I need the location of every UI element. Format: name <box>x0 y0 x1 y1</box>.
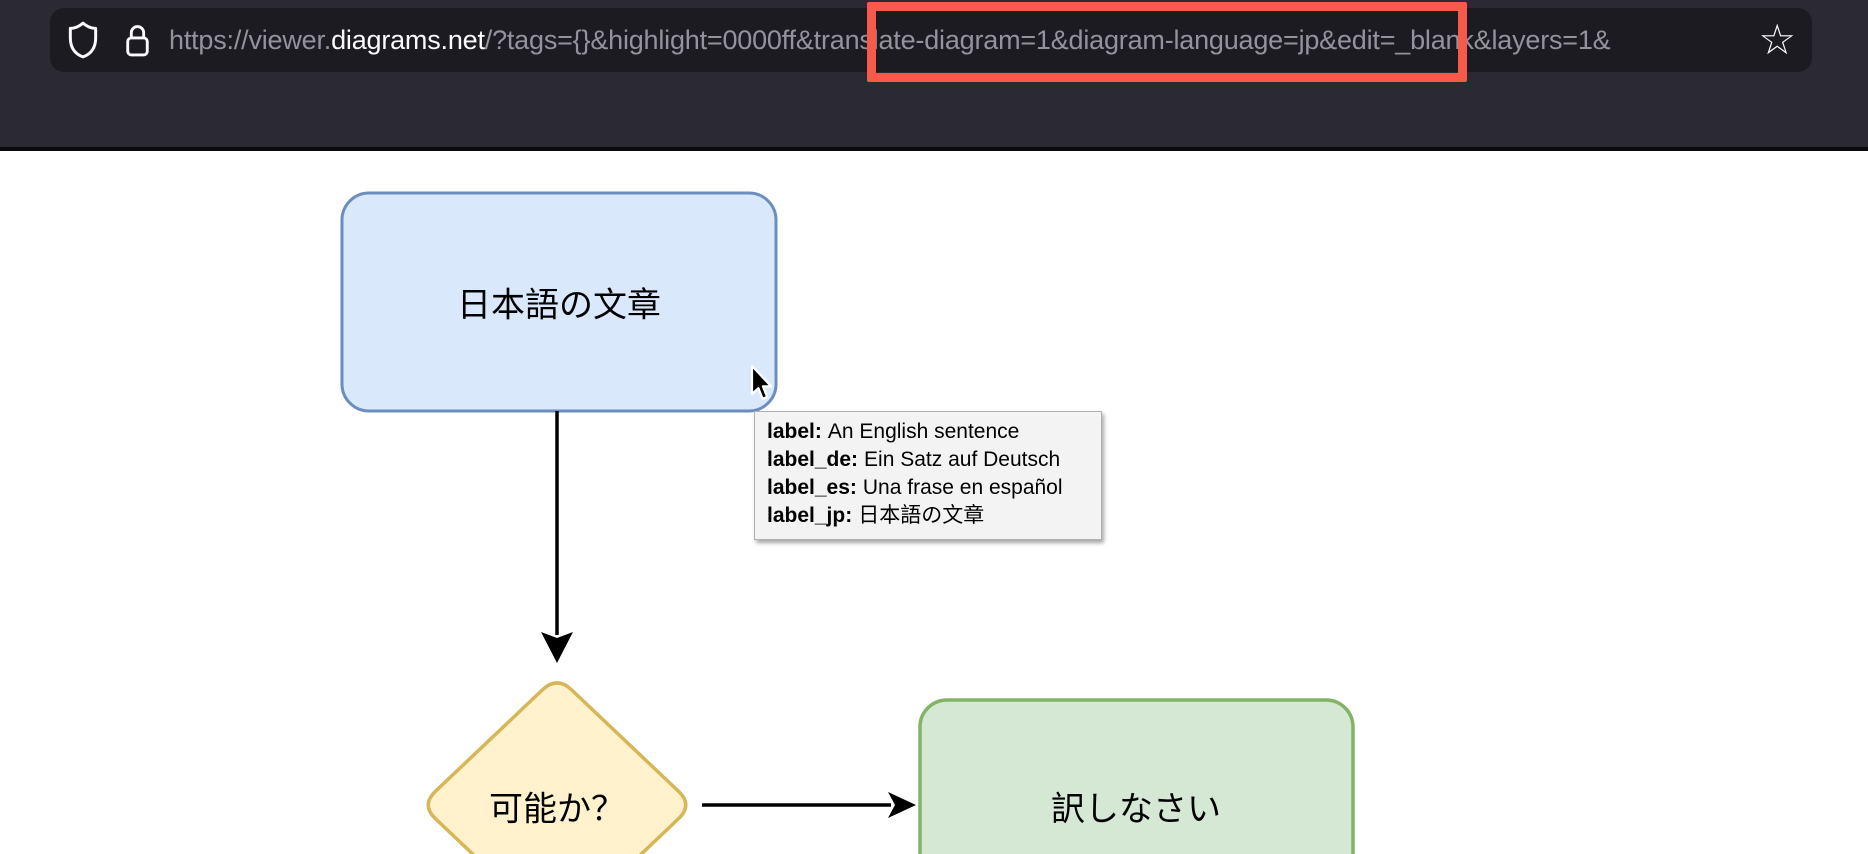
url-text-fade <box>1626 12 1746 68</box>
url-bar[interactable]: https://viewer.diagrams.net/?tags={}&hig… <box>50 8 1812 72</box>
tooltip-value: An English sentence <box>827 420 1020 443</box>
edge-decision-action-arrowhead <box>888 792 916 818</box>
bookmark-star-icon[interactable]: ☆ <box>1758 16 1796 63</box>
diagram-viewer-page: 日本語の文章 可能か？ 訳しなさい label:An English sente… <box>0 151 1868 854</box>
node-action-shape[interactable] <box>918 698 1355 854</box>
node-source-label: 日本語の文章 <box>457 286 661 325</box>
diagram-canvas <box>340 191 1355 854</box>
tooltip-key: label: <box>767 420 822 443</box>
tooltip-key: label_es: <box>767 476 857 499</box>
shield-icon[interactable] <box>68 21 98 59</box>
node-decision-label: 可能か？ <box>489 790 625 829</box>
tooltip-value: Ein Satz auf Deutsch <box>864 448 1061 471</box>
url-path-query: /?tags={}&highlight=0000ff&translate-dia… <box>484 24 1611 55</box>
tooltip-row-label-es: label_es:Una frase en español <box>767 474 1089 502</box>
annotation-highlight-box <box>867 2 1467 82</box>
lock-icon[interactable] <box>124 23 151 58</box>
chrome-page-divider <box>0 147 1868 151</box>
tooltip-row-label-jp: label_jp:日本語の文章 <box>767 502 1089 530</box>
node-source-shape[interactable] <box>340 191 778 413</box>
tooltip-row-label: label:An English sentence <box>767 418 1089 446</box>
tooltip-key: label_jp: <box>767 504 853 527</box>
edge-source-decision-arrowhead <box>541 632 573 663</box>
node-tooltip: label:An English sentence label_de:Ein S… <box>754 411 1102 540</box>
node-decision-shape[interactable] <box>426 681 688 854</box>
url-scheme-subdomain: https://viewer. <box>169 24 332 55</box>
node-action-label: 訳しなさい <box>1051 790 1221 829</box>
tooltip-row-label-de: label_de:Ein Satz auf Deutsch <box>767 446 1089 474</box>
mouse-cursor-icon <box>750 365 773 400</box>
tooltip-value: 日本語の文章 <box>858 504 985 527</box>
url-text: https://viewer.diagrams.net/?tags={}&hig… <box>169 25 1752 56</box>
browser-toolbar: https://viewer.diagrams.net/?tags={}&hig… <box>0 0 1868 147</box>
tooltip-value: Una frase en español <box>862 476 1063 499</box>
url-domain: diagrams.net <box>331 24 485 55</box>
tooltip-key: label_de: <box>767 448 859 471</box>
